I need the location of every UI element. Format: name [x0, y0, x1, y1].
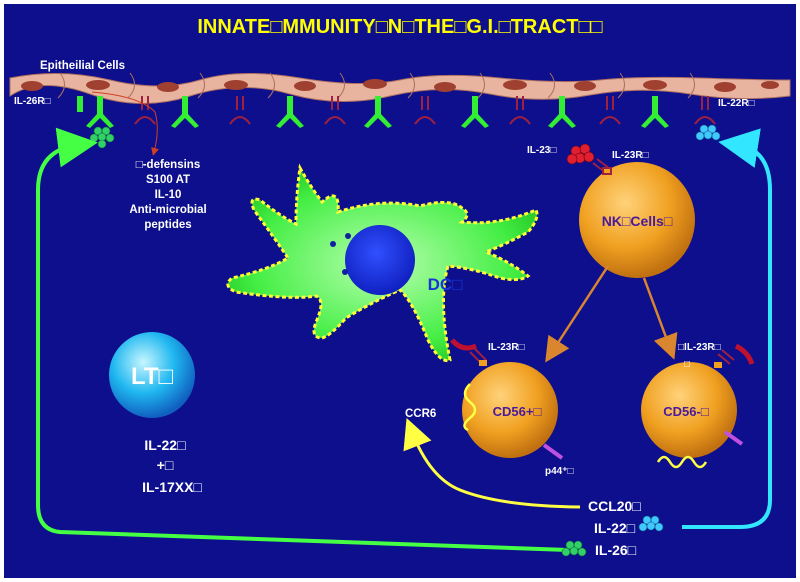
nk-cell	[579, 162, 695, 278]
cd56neg-cell	[641, 362, 737, 458]
product-item: Anti-microbial	[129, 204, 206, 216]
ccr6-label: CCR6	[405, 408, 436, 420]
cd56neg-wavy-receptor-icon	[656, 455, 708, 469]
bottom-il22-cluster-icon	[638, 515, 664, 532]
il26-label: IL-26□	[595, 542, 637, 558]
nk-to-cd56neg-arrow	[642, 277, 678, 360]
diagram-title: INNATE□MMUNITY□N□THE□G.I.□TRACT□□	[197, 16, 602, 38]
signal-arrow	[91, 91, 159, 156]
nk-cell-label: NK□Cells□	[602, 213, 673, 229]
dc-nucleus	[345, 225, 415, 295]
lti-label: LT□	[131, 363, 174, 390]
cd56pos-il23r-icon	[450, 338, 487, 366]
red-receptors	[134, 96, 716, 125]
product-item: □-defensins	[136, 159, 200, 171]
lti-cell	[109, 332, 195, 418]
ccr6-receptor-icon	[463, 383, 477, 432]
cd56neg-label: CD56-□	[663, 404, 709, 419]
cd56pos-cell	[462, 362, 558, 458]
cd56pos-label: CD56+□	[493, 404, 542, 419]
dc-label: DC□	[428, 275, 463, 294]
nk-il23-receptor	[592, 158, 612, 175]
nk-to-cd56pos-arrow	[545, 265, 610, 363]
epithelial-products: □-defensins S100 AT IL-10 Anti-microbial…	[129, 159, 206, 231]
cd56neg-il23r-icon	[714, 343, 755, 368]
ccl20-arrow	[403, 418, 581, 509]
product-item: peptides	[144, 219, 191, 231]
cytokine-list: CCL20□ IL-22□ IL-26□	[588, 498, 641, 558]
lti-output-item: IL-22□	[144, 437, 186, 453]
green-receptors	[77, 96, 669, 128]
epithelial-cells-label: Epitheilial Cells	[40, 60, 125, 72]
il22-label: IL-22□	[594, 520, 636, 536]
lti-output-item: IL-17XX□	[142, 479, 202, 495]
product-item: S100 AT	[146, 174, 190, 186]
lti-outputs: IL-22□ +□ IL-17XX□	[142, 437, 202, 495]
il26r-label: IL-26R□	[14, 96, 51, 107]
il23-label: IL-23□	[527, 145, 556, 156]
il26-feedback-arrow	[36, 127, 569, 552]
p44-receptor-icon	[542, 443, 564, 460]
bottom-il26-cluster-icon	[561, 540, 587, 557]
il22-feedback-arrow	[682, 128, 772, 529]
cd56neg-extra-mark: □	[684, 359, 690, 370]
il23-cluster-icon	[566, 143, 595, 165]
cd56neg-il23r-label: □IL-23R□	[678, 342, 721, 353]
il22-cluster-icon	[695, 124, 721, 141]
product-item: IL-10	[155, 189, 182, 201]
cd56pos-il23r-label: IL-23R□	[488, 342, 525, 353]
p44-label: p44⁺□	[545, 466, 574, 477]
cd56neg-receptor-icon	[723, 430, 744, 446]
ccl20-label: CCL20□	[588, 498, 641, 514]
lti-output-item: +□	[157, 457, 174, 473]
dendritic-cell	[226, 163, 539, 363]
nk-il23r-label: IL-23R□	[612, 150, 649, 161]
il22r-label: IL-22R□	[718, 98, 755, 109]
epithelial-layer	[9, 72, 791, 105]
